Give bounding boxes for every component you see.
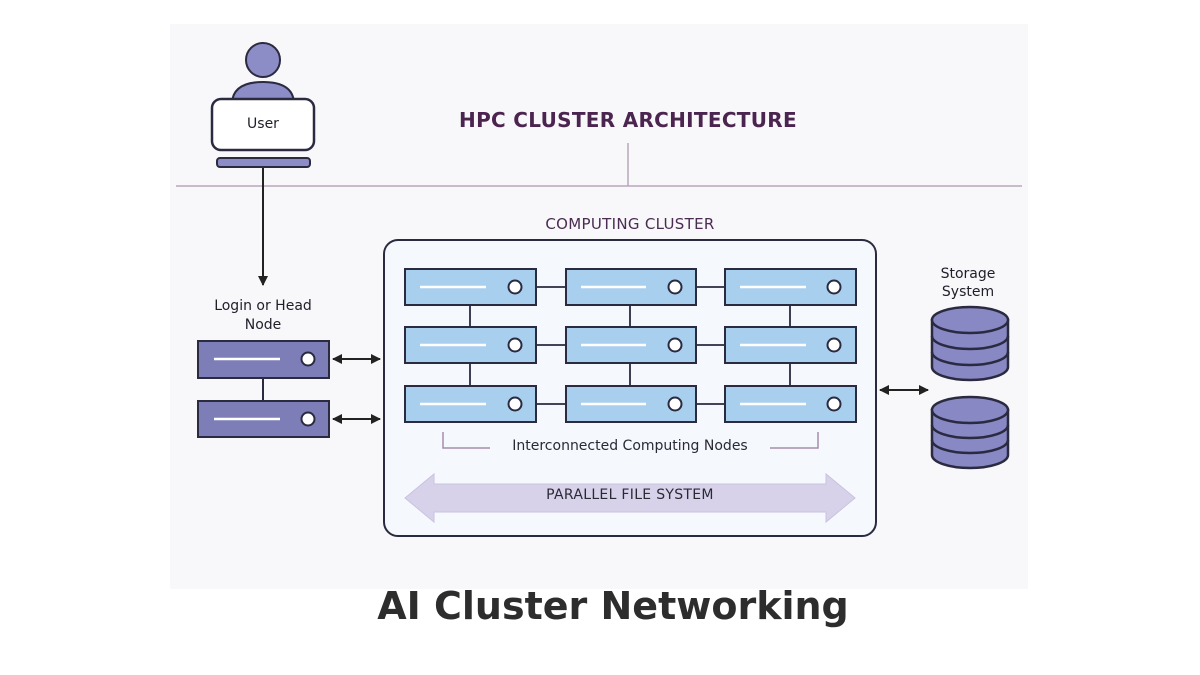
login-node-1-light	[300, 351, 316, 367]
compute-node-light	[826, 337, 842, 353]
compute-node-light	[507, 396, 523, 412]
compute-node-light	[507, 279, 523, 295]
login-node-2-light	[300, 411, 316, 427]
compute-node-light	[826, 279, 842, 295]
user-head	[245, 42, 281, 78]
compute-node-r3c3	[724, 385, 857, 423]
compute-node-light	[507, 337, 523, 353]
storage-system-label: Storage System	[940, 266, 996, 300]
parallel-file-system-arrow	[404, 472, 856, 524]
user-label: User	[247, 116, 279, 132]
user-keyboard	[216, 157, 311, 168]
login-node-2	[197, 400, 330, 438]
database-2-top	[930, 395, 1010, 425]
diagram-title: HPC CLUSTER ARCHITECTURE	[459, 108, 797, 132]
compute-node-r3c2	[565, 385, 697, 423]
compute-node-r2c1	[404, 326, 537, 364]
user-monitor	[210, 97, 316, 152]
compute-node-light	[826, 396, 842, 412]
interconnected-nodes-label: Interconnected Computing Nodes	[490, 438, 770, 454]
interconnect-lines	[469, 286, 791, 405]
database-2-ring-2	[930, 439, 1010, 455]
database-1-ring-1	[930, 335, 1010, 351]
compute-node-r3c1	[404, 385, 537, 423]
database-1-ring-2	[930, 351, 1010, 367]
database-icon	[930, 305, 1010, 382]
caption: AI Cluster Networking	[377, 584, 849, 628]
compute-node-light	[667, 279, 683, 295]
compute-node-r1c2	[565, 268, 697, 306]
login-node-1	[197, 340, 330, 379]
parallel-file-system-label: PARALLEL FILE SYSTEM	[546, 487, 714, 503]
compute-node-r1c3	[724, 268, 857, 306]
login-node-label: Login or Head Node	[214, 298, 312, 333]
database-2-ring-1	[930, 424, 1010, 440]
database-1-top	[930, 305, 1010, 335]
compute-node-light	[667, 337, 683, 353]
computing-cluster-label: COMPUTING CLUSTER	[545, 215, 715, 233]
compute-node-light	[667, 396, 683, 412]
user-at-computer-icon	[210, 42, 316, 168]
compute-node-r1c1	[404, 268, 537, 306]
compute-node-r2c3	[724, 326, 857, 364]
compute-node-r2c2	[565, 326, 697, 364]
database-icon	[930, 395, 1010, 470]
